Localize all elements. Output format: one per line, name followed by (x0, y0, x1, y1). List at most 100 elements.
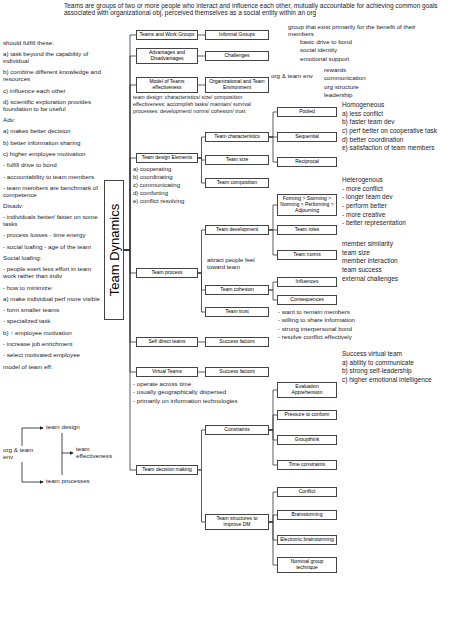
concept-box: Team size (205, 155, 269, 166)
box-text: Challenges (208, 53, 266, 59)
concept-box: Influences (277, 277, 337, 288)
handwritten-note: b) faster team dev (342, 118, 448, 125)
handwritten-note: emotional support (300, 56, 450, 63)
concept-box: Conflict (277, 487, 337, 498)
handwritten-note: d) better coordination (342, 136, 448, 143)
box-text: Groupthink (280, 437, 334, 443)
handwritten-note: basic drive to bond (300, 39, 450, 46)
concept-box: Team structures to improve DM (205, 514, 269, 531)
box-text: Team roles (280, 227, 334, 233)
handwritten-note: - strong interpersonal bond (278, 326, 386, 333)
handwritten-note: - accountability to team members (3, 174, 101, 181)
branch-line (269, 137, 277, 162)
handwritten-note: - fulfill drive to bond (3, 162, 101, 169)
branch-line (198, 372, 205, 373)
box-text: Conflict (280, 489, 334, 495)
concept-box: Success factors (205, 337, 269, 348)
handwritten-note: b) strong self-leadership (342, 367, 448, 374)
branch-line (124, 35, 136, 250)
sketch-bracket (62, 433, 63, 475)
handwritten-note: team success (342, 266, 448, 273)
box-text: Consequences (280, 297, 334, 303)
concept-box: Team decision making (136, 465, 198, 476)
concept-box: Evaluation Apprehension (277, 382, 337, 399)
handwritten-note: - resolve conflict effectively (278, 334, 386, 341)
branch-line (198, 430, 205, 470)
sketch-arrow (22, 462, 43, 482)
handwritten-note: team processes (46, 478, 106, 485)
box-text: Team decision making (139, 467, 195, 473)
box-text: Reciprocal (280, 159, 334, 165)
branch-line (124, 250, 136, 470)
branch-line (198, 137, 205, 158)
box-text: Team structures to improve DM (208, 516, 266, 528)
concept-box: Team norms (277, 250, 337, 261)
branch-line (124, 56, 136, 250)
branch-line (269, 230, 277, 255)
branch-line (198, 85, 205, 86)
handwritten-note: a) cooperating (133, 166, 197, 173)
handwritten-note: e) satisfaction of team members (342, 144, 448, 151)
handwritten-note: org & team env (3, 447, 43, 461)
handwritten-note: - willing to share information (278, 317, 386, 324)
handwritten-note: a) task beyond the capability of individ… (3, 51, 101, 65)
handwritten-note: member interaction (342, 257, 448, 264)
box-text: Team process (139, 270, 195, 276)
handwritten-note: e) conflict resolving (133, 198, 197, 205)
handwritten-note: - more conflict (342, 185, 448, 192)
branch-line (269, 390, 277, 430)
handwritten-note: - process losses - time energy (3, 232, 101, 239)
concept-box: Team roles (277, 225, 337, 236)
handwritten-note: team design: characteristics/ size/ comp… (133, 95, 266, 101)
handwritten-note: - want to remain members (278, 309, 386, 316)
box-text: Pressure to conform (280, 412, 334, 418)
handwritten-note: model of team eff: (3, 364, 101, 371)
handwritten-note: b) ↑ employee motivation (3, 330, 101, 337)
box-text: Team trust (208, 309, 266, 315)
concept-box: Virtual Teams (136, 367, 198, 378)
concept-box: Pooled (277, 107, 337, 118)
box-text: Time constraints (280, 462, 334, 468)
handwritten-note: Homogeneous (342, 101, 448, 108)
handwritten-note: Heterogenous (342, 176, 448, 183)
handwritten-note: attract people feel toward team (207, 257, 269, 270)
handwritten-note: a) ability to communicate (342, 359, 448, 366)
handwritten-note: external challenges (342, 275, 448, 282)
concept-box: Team design Elements (136, 153, 198, 164)
handwritten-note: leadership (324, 92, 434, 99)
concept-box: Team composition (205, 178, 269, 189)
handwritten-note: - better representation (342, 219, 448, 226)
box-text: Team development (208, 227, 266, 233)
box-text: Teams and Work Groups (139, 32, 195, 38)
concept-box: Model of Teams effectiveness (136, 77, 198, 94)
branch-line (269, 415, 277, 430)
branch-line (269, 430, 277, 465)
concept-box: Informal Groups (205, 30, 269, 41)
concept-box: Brainstorming (277, 510, 337, 521)
box-text: Team Dynamics (108, 204, 121, 296)
concept-box: Pressure to conform (277, 410, 337, 421)
concept-box: Groupthink (277, 435, 337, 446)
handwritten-note: team size (342, 249, 448, 256)
handwritten-note: Social loafing: (3, 255, 101, 262)
handwritten-note: d) scientific exploration provides found… (3, 99, 101, 113)
concept-box: Constraints (205, 425, 269, 436)
handwritten-note: - more creative (342, 211, 448, 218)
handwritten-note: Success virtual team (342, 350, 448, 357)
box-text: Informal Groups (208, 32, 266, 38)
box-text: Team design Elements (139, 155, 195, 161)
handwritten-note: c) communicating (133, 182, 197, 189)
branch-line (269, 290, 277, 300)
box-text: Team characteristics (208, 134, 266, 140)
concept-box: Organizational and Team Environment (205, 77, 269, 94)
branch-line (269, 515, 277, 522)
box-text: Self direct teams (139, 339, 195, 345)
box-text: Virtual Teams (139, 369, 195, 375)
box-text: Evaluation Apprehension (280, 384, 334, 396)
handwritten-note: team effectiveness (76, 446, 122, 460)
handwritten-note: org & team env (271, 73, 321, 80)
branch-line (198, 342, 205, 343)
handwritten-note: - perform better (342, 202, 448, 209)
box-text: Forming > Storming > Norming > Performin… (280, 196, 334, 213)
box-text: Team norms (280, 252, 334, 258)
